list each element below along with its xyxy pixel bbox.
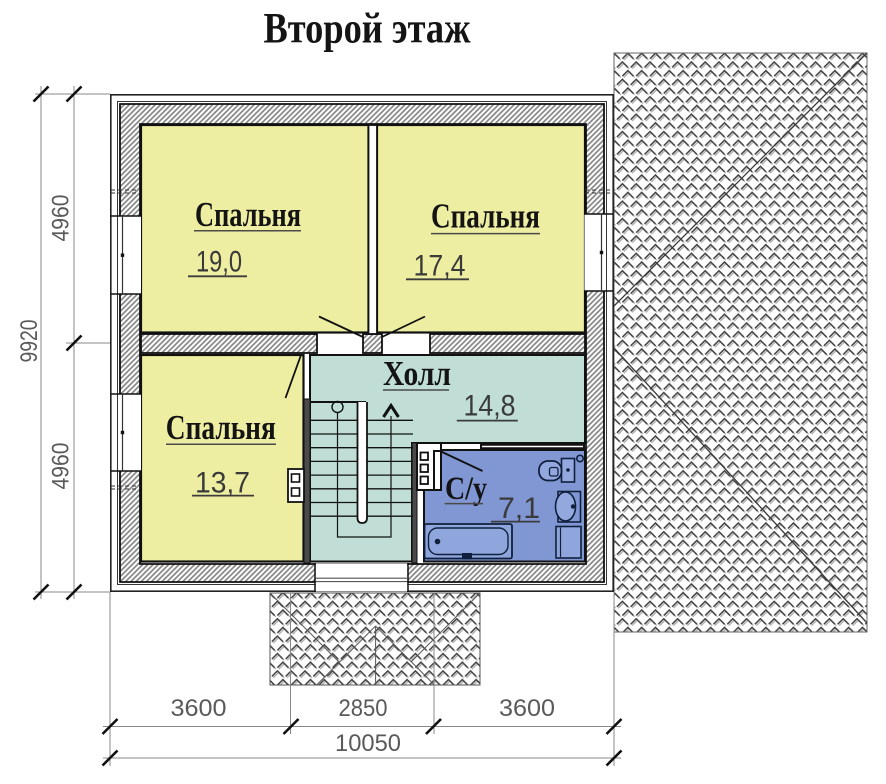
svg-text:14,8: 14,8 — [464, 390, 516, 423]
svg-text:Холл: Холл — [383, 354, 451, 393]
svg-text:Спальня: Спальня — [195, 195, 301, 234]
svg-text:17,4: 17,4 — [414, 250, 466, 283]
svg-text:2850: 2850 — [339, 695, 388, 722]
svg-text:3600: 3600 — [171, 695, 227, 722]
svg-text:С/у: С/у — [445, 471, 487, 507]
svg-text:7,1: 7,1 — [498, 492, 540, 525]
svg-text:4960: 4960 — [48, 443, 75, 490]
svg-text:Спальня: Спальня — [431, 197, 540, 236]
svg-text:13,7: 13,7 — [195, 467, 250, 500]
svg-text:9920: 9920 — [16, 320, 43, 363]
svg-text:19,0: 19,0 — [196, 246, 242, 279]
svg-text:10050: 10050 — [335, 730, 401, 757]
svg-text:Спальня: Спальня — [166, 408, 276, 447]
svg-text:3600: 3600 — [499, 695, 555, 722]
svg-text:Второй этаж: Второй этаж — [264, 6, 472, 53]
svg-text:4960: 4960 — [48, 195, 75, 242]
